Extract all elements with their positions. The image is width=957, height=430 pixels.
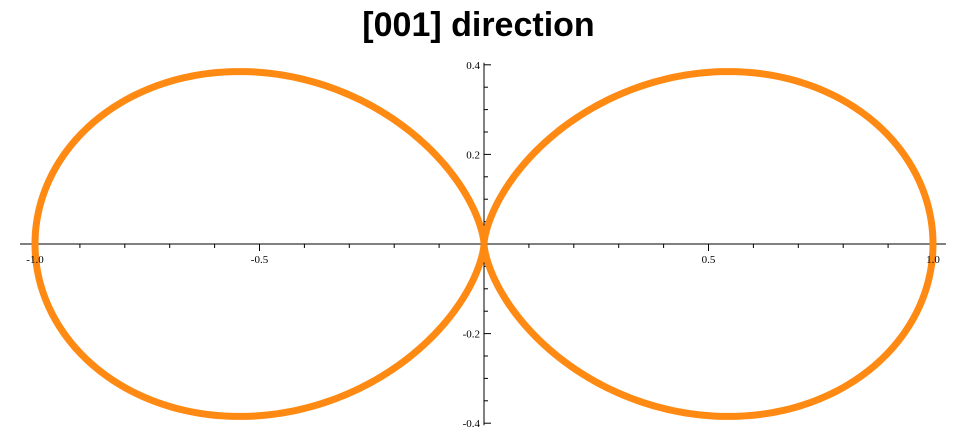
tick-labels: -1.0 -0.5 0.5 1.0 -0.4 -0.2 0.2 0.4 [26, 60, 940, 430]
y-tick-label: 0.4 [466, 60, 480, 72]
x-tick-label: 0.5 [702, 254, 716, 266]
y-tick-label: -0.2 [463, 329, 480, 341]
chart-title: [001] direction [362, 6, 595, 44]
series-line [31, 68, 937, 420]
curve-layer [31, 68, 937, 420]
y-tick-label: -0.4 [463, 418, 481, 430]
x-tick-label: -1.0 [26, 254, 44, 266]
y-tick-label: 0.2 [466, 149, 480, 161]
x-tick-label: 1.0 [926, 254, 940, 266]
x-tick-label: -0.5 [251, 254, 269, 266]
